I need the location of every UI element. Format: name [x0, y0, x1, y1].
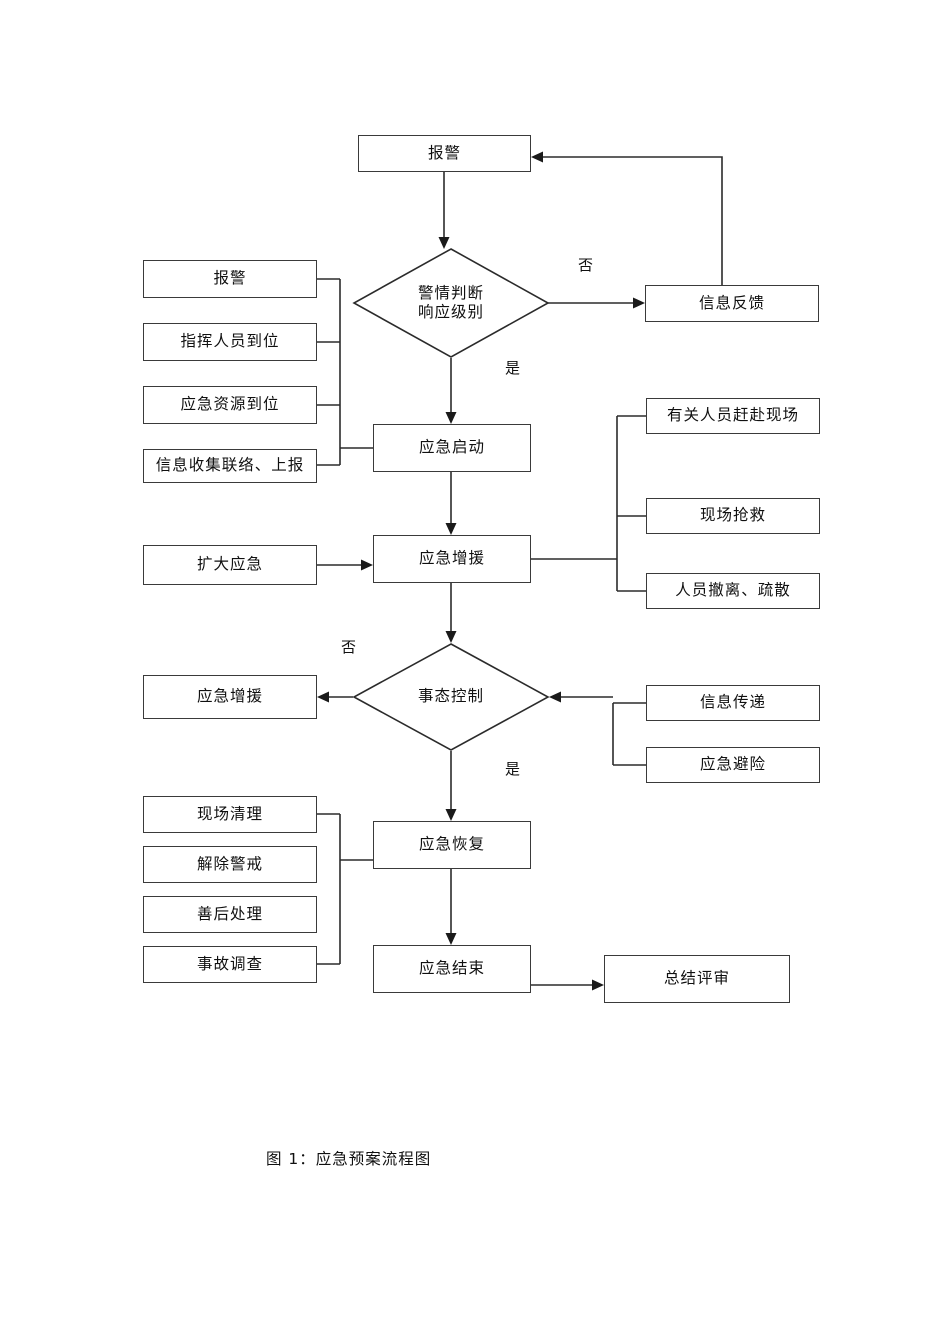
node-label: 解除警戒	[196, 854, 263, 873]
node-left-recovery-1[interactable]: 解除警戒	[143, 846, 317, 883]
node-left-recovery-3[interactable]: 事故调查	[143, 946, 317, 983]
node-label: 应急增援	[196, 687, 263, 706]
diamond-shape	[352, 248, 550, 358]
node-alarm-top[interactable]: 报警	[358, 135, 531, 172]
node-left-start-1[interactable]: 指挥人员到位	[143, 323, 317, 361]
node-label: 信息收集联络、上报	[155, 456, 305, 475]
node-expand-emergency[interactable]: 扩大应急	[143, 545, 317, 585]
node-right-control-0[interactable]: 信息传递	[646, 685, 820, 721]
node-label: 现场抢救	[699, 506, 766, 525]
edge-label-control-yes: 是	[505, 760, 522, 778]
edge-label-control-no: 否	[341, 638, 358, 656]
node-info-feedback[interactable]: 信息反馈	[645, 285, 819, 322]
node-right-response-0[interactable]: 有关人员赶赴现场	[646, 398, 820, 434]
node-label: 应急资源到位	[180, 395, 280, 414]
node-label: 信息反馈	[698, 293, 765, 312]
node-left-recovery-0[interactable]: 现场清理	[143, 796, 317, 833]
node-summary-review[interactable]: 总结评审	[604, 955, 790, 1003]
node-label: 善后处理	[196, 904, 263, 923]
node-label: 指挥人员到位	[180, 332, 280, 351]
node-label: 应急避险	[699, 755, 766, 774]
node-label: 应急增援	[418, 549, 485, 568]
node-label: 有关人员赶赴现场	[666, 406, 799, 425]
node-emergency-end[interactable]: 应急结束	[373, 945, 531, 993]
node-label: 应急结束	[418, 959, 485, 978]
node-judge-alarm-level[interactable]: 警情判断 响应级别	[352, 248, 550, 358]
node-label: 应急恢复	[418, 835, 485, 854]
node-label: 报警	[427, 143, 461, 162]
node-label: 信息传递	[699, 693, 766, 712]
node-label: 人员撤离、疏散	[675, 581, 791, 600]
node-label: 总结评审	[663, 969, 730, 988]
node-emergency-start[interactable]: 应急启动	[373, 424, 531, 472]
node-label: 事故调查	[196, 954, 263, 973]
node-left-start-2[interactable]: 应急资源到位	[143, 386, 317, 424]
node-emergency-recovery[interactable]: 应急恢复	[373, 821, 531, 869]
node-situation-control[interactable]: 事态控制	[352, 643, 550, 751]
edge-label-judge-no: 否	[578, 256, 595, 274]
node-label: 报警	[213, 269, 247, 288]
node-label: 应急启动	[418, 438, 485, 457]
node-label: 现场清理	[196, 804, 263, 823]
node-left-start-3[interactable]: 信息收集联络、上报	[143, 449, 317, 483]
node-label: 扩大应急	[196, 555, 263, 574]
node-right-response-1[interactable]: 现场抢救	[646, 498, 820, 534]
node-emergency-reinforce[interactable]: 应急增援	[373, 535, 531, 583]
node-right-control-1[interactable]: 应急避险	[646, 747, 820, 783]
node-left-start-0[interactable]: 报警	[143, 260, 317, 298]
figure-caption: 图 1：应急预案流程图	[266, 1150, 432, 1168]
edge-label-judge-yes: 是	[505, 359, 522, 377]
node-reinforce-left[interactable]: 应急增援	[143, 675, 317, 719]
node-left-recovery-2[interactable]: 善后处理	[143, 896, 317, 933]
diamond-shape	[352, 643, 550, 751]
node-right-response-2[interactable]: 人员撤离、疏散	[646, 573, 820, 609]
